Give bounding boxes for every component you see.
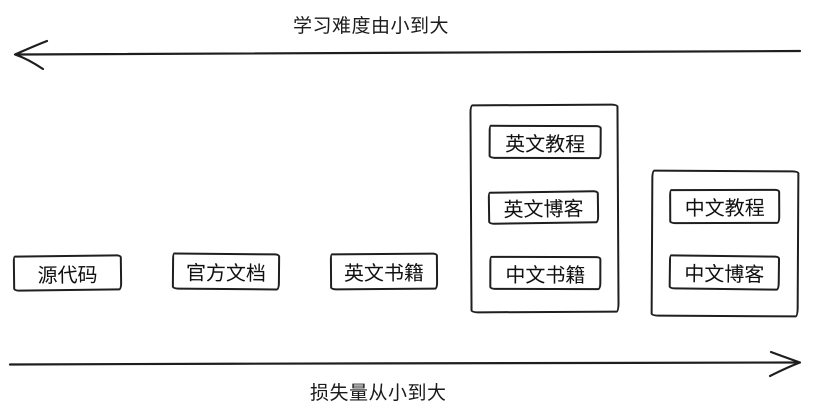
box-chinese-blog-label: 中文博客 xyxy=(684,263,765,287)
box-chinese-tutorial: 中文教程 xyxy=(669,188,781,225)
box-chinese-books-label: 中文书籍 xyxy=(505,264,586,287)
left-arrow-line xyxy=(16,49,802,56)
box-official-docs-label: 官方文档 xyxy=(185,262,267,286)
right-arrow-head xyxy=(768,350,802,378)
box-chinese-books: 中文书籍 xyxy=(489,255,602,291)
left-arrow-head xyxy=(13,39,49,71)
box-chinese-blog: 中文博客 xyxy=(668,254,781,291)
group-english-sources: 英文教程 英文博客 中文书籍 xyxy=(469,103,620,314)
box-english-books: 英文书籍 xyxy=(329,252,439,291)
bottom-axis-label: 损失量从小到大 xyxy=(310,383,447,404)
top-axis-label: 学习难度由小到大 xyxy=(293,16,450,37)
right-arrow-line xyxy=(8,361,799,366)
box-english-tutorial-label: 英文教程 xyxy=(505,133,586,156)
box-source-code: 源代码 xyxy=(12,254,123,292)
box-english-tutorial: 英文教程 xyxy=(488,124,602,160)
box-source-code-label: 源代码 xyxy=(37,264,98,287)
box-english-blog-label: 英文博客 xyxy=(503,198,584,222)
box-official-docs: 官方文档 xyxy=(171,252,281,291)
box-chinese-tutorial-label: 中文教程 xyxy=(684,197,765,221)
left-arrow xyxy=(13,39,802,71)
group-chinese-sources: 中文教程 中文博客 xyxy=(650,169,800,318)
box-english-blog: 英文博客 xyxy=(487,190,600,225)
box-english-books-label: 英文书籍 xyxy=(343,262,425,286)
right-arrow xyxy=(8,350,802,378)
